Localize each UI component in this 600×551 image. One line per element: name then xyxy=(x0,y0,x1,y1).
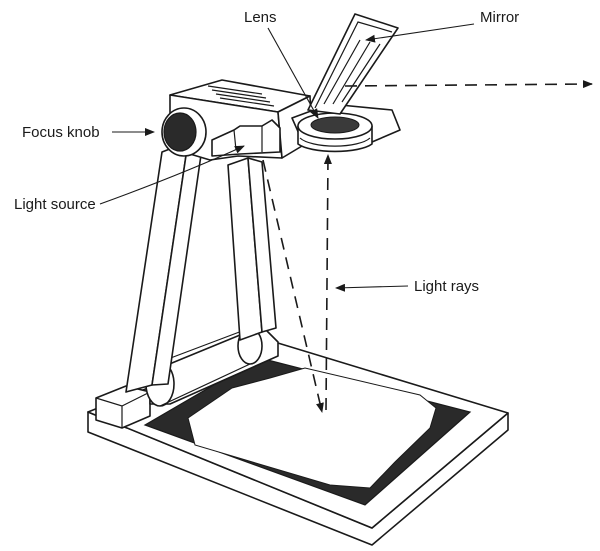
leader-mirror xyxy=(365,23,475,43)
mirror xyxy=(307,13,399,115)
ray-mirror-to-screen xyxy=(344,80,593,89)
light-rays xyxy=(262,80,593,413)
arm-hinge xyxy=(95,325,279,429)
focus-knob xyxy=(161,107,207,157)
leader-lines xyxy=(99,23,475,292)
lens-holder xyxy=(291,103,401,153)
leader-light-rays xyxy=(335,283,409,292)
ray-source-to-stage xyxy=(262,159,324,413)
label-light-rays: Light rays xyxy=(414,278,479,295)
label-light-source: Light source xyxy=(14,196,96,213)
label-lens: Lens xyxy=(244,9,277,26)
label-focus-knob: Focus knob xyxy=(22,124,100,141)
leader-lens xyxy=(267,27,319,119)
label-mirror: Mirror xyxy=(480,9,519,26)
leader-light-source xyxy=(99,145,245,205)
ray-stage-to-lens xyxy=(323,154,332,411)
